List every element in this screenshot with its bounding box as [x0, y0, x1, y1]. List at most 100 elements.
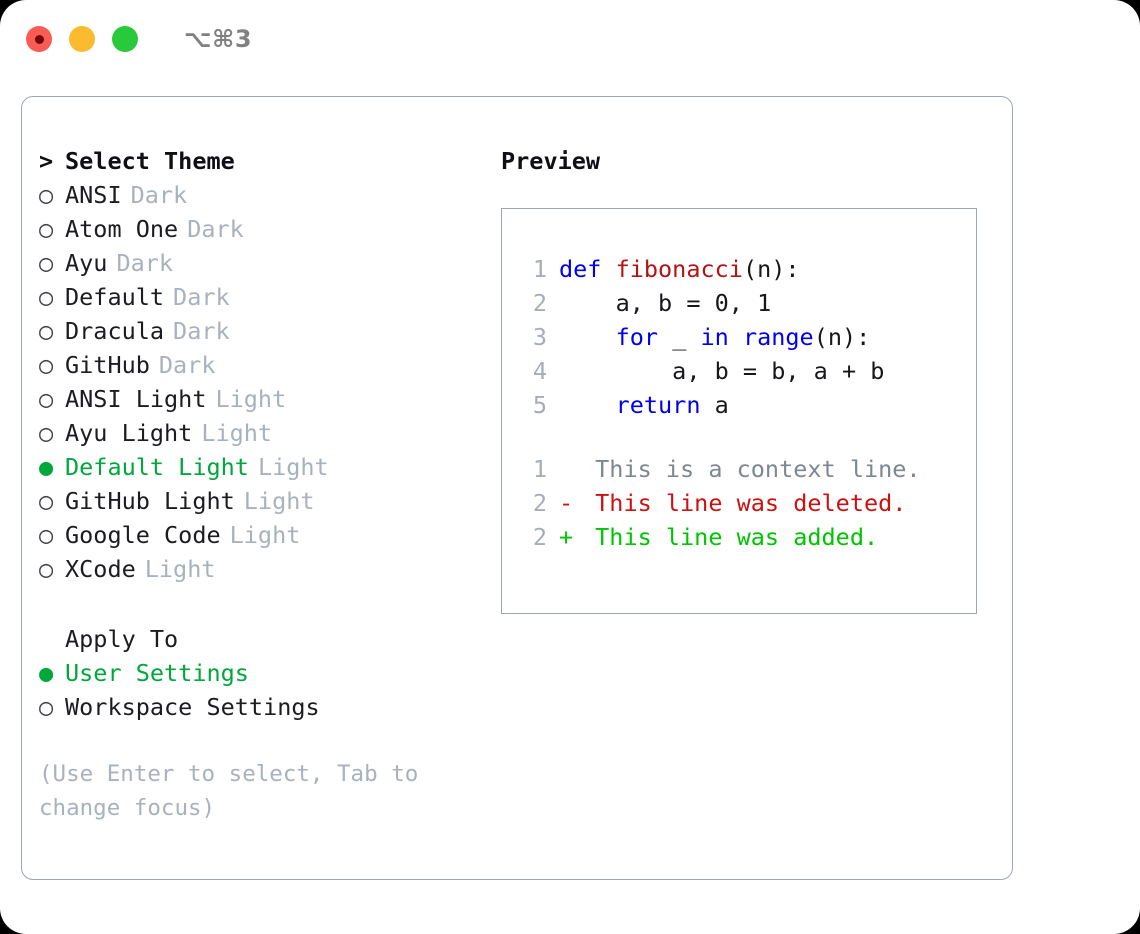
theme-option-label: Atom One [65, 215, 179, 243]
theme-option-suffix: Light [215, 385, 287, 413]
radio-unselected-icon[interactable]: ○ [39, 317, 54, 345]
line-number: 1 [532, 455, 547, 483]
section-divider [39, 589, 469, 625]
code-token-plain: (n): [742, 255, 800, 283]
apply-to-user-settings[interactable]: ● User Settings [39, 659, 469, 693]
theme-option-suffix: Dark [173, 283, 230, 311]
diff-text: This line was added. [581, 523, 879, 551]
diff-sign [559, 455, 581, 483]
theme-option-label: GitHub [65, 351, 150, 379]
theme-option-atom-one-dark[interactable]: ○ Atom One Dark [39, 215, 469, 249]
radio-unselected-icon[interactable]: ○ [39, 249, 54, 277]
code-token-plain [559, 391, 616, 419]
radio-selected-icon[interactable]: ● [39, 659, 54, 687]
theme-option-xcode[interactable]: ○ XCode Light [39, 555, 469, 589]
theme-option-ayu-dark[interactable]: ○ Ayu Dark [39, 249, 469, 283]
line-number: 2 [532, 289, 547, 317]
theme-option-dracula-dark[interactable]: ○ Dracula Dark [39, 317, 469, 351]
theme-option-google-code[interactable]: ○ Google Code Light [39, 521, 469, 555]
code-content: a, b = b, a + b [559, 357, 885, 385]
radio-selected-icon[interactable]: ● [39, 453, 54, 481]
code-line: 1 def fibonacci(n): [502, 255, 976, 289]
line-number: 5 [532, 391, 547, 419]
line-number: 4 [532, 357, 547, 385]
keyboard-hint-text: (Use Enter to select, Tab to change focu… [39, 761, 432, 821]
radio-unselected-icon[interactable]: ○ [39, 693, 54, 721]
main-panel: > Select Theme ○ ANSI Dark ○ Atom One Da… [21, 96, 1013, 880]
radio-unselected-icon[interactable]: ○ [39, 555, 54, 583]
radio-unselected-icon[interactable]: ○ [39, 521, 54, 549]
radio-unselected-icon[interactable]: ○ [39, 351, 54, 379]
theme-option-label: Google Code [65, 521, 221, 549]
code-content: return a [559, 391, 729, 419]
apply-to-title: Apply To [65, 625, 179, 653]
radio-unselected-icon[interactable]: ○ [39, 181, 54, 209]
radio-unselected-icon[interactable]: ○ [39, 283, 54, 311]
window-controls [26, 26, 138, 52]
preview-column: Preview 1 def fibonacci(n): 2 a, b = 0, … [501, 147, 991, 614]
theme-option-ansi-light[interactable]: ○ ANSI Light Light [39, 385, 469, 419]
theme-option-github-light[interactable]: ○ GitHub Light Light [39, 487, 469, 521]
code-token-plain [559, 323, 616, 351]
apply-to-label: User Settings [65, 659, 249, 687]
code-line: 4 a, b = b, a + b [502, 357, 976, 391]
apply-to-workspace-settings[interactable]: ○ Workspace Settings [39, 693, 469, 727]
code-preview-panel: 1 def fibonacci(n): 2 a, b = 0, 1 3 for … [501, 208, 977, 614]
preview-title: Preview [501, 147, 601, 175]
code-line: 2 a, b = 0, 1 [502, 289, 976, 323]
theme-option-suffix: Dark [130, 181, 188, 209]
radio-unselected-icon[interactable]: ○ [39, 487, 54, 515]
theme-option-label: Ayu [65, 249, 108, 277]
line-number: 2 [532, 489, 547, 517]
caret-icon: > [39, 147, 54, 175]
theme-option-suffix: Light [144, 555, 216, 583]
code-content: def fibonacci(n): [559, 255, 800, 283]
theme-option-suffix: Dark [158, 351, 216, 379]
theme-option-label: GitHub Light [65, 487, 235, 515]
radio-unselected-icon[interactable]: ○ [39, 419, 54, 447]
minimize-button[interactable] [69, 26, 95, 52]
code-token-plain: (n): [813, 323, 871, 351]
code-token-keyword: in [700, 323, 729, 351]
diff-line-added: 2 + This line was added. [502, 523, 976, 557]
theme-option-label: Ayu Light [65, 419, 193, 447]
theme-picker-header: > Select Theme [39, 147, 469, 181]
theme-option-label: Dracula [65, 317, 165, 345]
diff-spacer [502, 425, 976, 455]
theme-option-label: ANSI Light [65, 385, 207, 413]
code-content: a, b = 0, 1 [559, 289, 772, 317]
close-dot-icon [34, 34, 44, 44]
code-token-keyword: def [559, 255, 616, 283]
code-line: 3 for _ in range(n): [502, 323, 976, 357]
theme-option-ayu-light[interactable]: ○ Ayu Light Light [39, 419, 469, 453]
code-token-plain: _ [658, 323, 701, 351]
line-number: 3 [532, 323, 547, 351]
radio-unselected-icon[interactable]: ○ [39, 385, 54, 413]
apply-to-header: ○ Apply To [39, 625, 469, 659]
maximize-button[interactable] [112, 26, 138, 52]
theme-option-suffix: Dark [173, 317, 230, 345]
theme-picker-column: > Select Theme ○ ANSI Dark ○ Atom One Da… [39, 147, 469, 825]
theme-option-default-light[interactable]: ● Default Light Light [39, 453, 469, 487]
keyboard-shortcut-label: ⌥⌘3 [184, 25, 253, 53]
theme-option-suffix: Dark [187, 215, 244, 243]
theme-option-ansi-dark[interactable]: ○ ANSI Dark [39, 181, 469, 215]
theme-option-suffix: Light [257, 453, 329, 481]
theme-option-suffix: Light [243, 487, 315, 515]
theme-option-label: Default Light [65, 453, 249, 481]
theme-option-label: XCode [65, 555, 136, 583]
diff-text: This line was deleted. [581, 489, 907, 517]
diff-line-context: 1 This is a context line. [502, 455, 976, 489]
radio-unselected-icon[interactable]: ○ [39, 215, 54, 243]
theme-option-github-dark[interactable]: ○ GitHub Dark [39, 351, 469, 385]
theme-option-label: Default [65, 283, 165, 311]
theme-option-label: ANSI [65, 181, 122, 209]
theme-option-default-dark[interactable]: ○ Default Dark [39, 283, 469, 317]
theme-option-suffix: Dark [116, 249, 174, 277]
close-button[interactable] [26, 26, 52, 52]
diff-line-deleted: 2 - This line was deleted. [502, 489, 976, 523]
theme-picker-title: Select Theme [65, 147, 235, 175]
line-number: 1 [532, 255, 547, 283]
window-titlebar: ⌥⌘3 [0, 0, 1140, 78]
